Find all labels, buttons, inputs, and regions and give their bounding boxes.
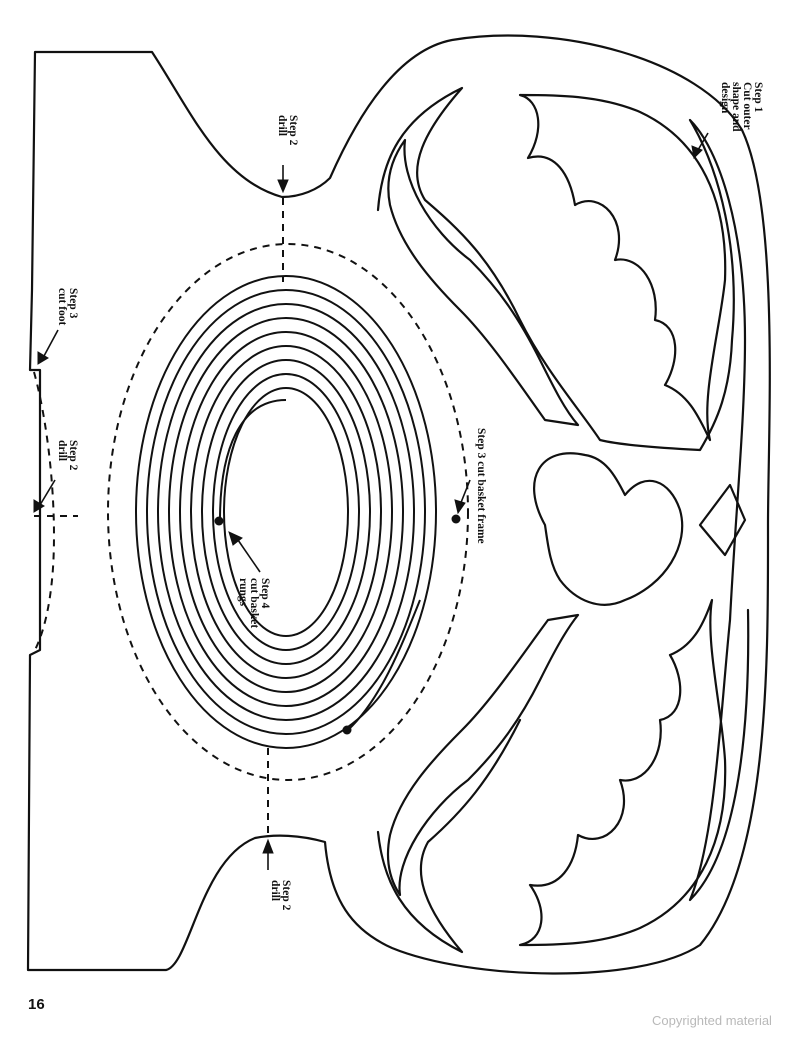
svg-text:cut basket: cut basket: [248, 578, 260, 628]
callout-arrows: [33, 132, 709, 870]
svg-text:drill: drill: [276, 115, 288, 136]
outer-cut-outline: [26, 34, 771, 975]
svg-text:cut foot: cut foot: [56, 288, 68, 326]
svg-text:shape and: shape and: [730, 82, 742, 132]
drill-points: [214, 514, 461, 735]
basket-rungs: [135, 275, 437, 749]
svg-text:rungs: rungs: [237, 578, 249, 607]
svg-text:Step 2: Step 2: [67, 440, 79, 471]
frame-start-point: [451, 514, 461, 524]
rung-start-point: [214, 516, 224, 526]
svg-text:Step 1: Step 1: [752, 82, 764, 113]
rung-end-point: [342, 725, 352, 735]
copyright-notice: Copyrighted material: [652, 1013, 772, 1028]
step2-top-label: Step 2 drill: [276, 115, 299, 146]
svg-text:Step 3 cut basket frame: Step 3 cut basket frame: [475, 428, 487, 544]
step2-left-label: Step 2 drill: [56, 440, 79, 471]
drill-guide-lines: [34, 198, 284, 834]
svg-text:design: design: [719, 82, 731, 114]
svg-text:drill: drill: [56, 440, 68, 461]
step3-frame-label: Step 3 cut basket frame: [475, 428, 487, 544]
svg-text:Cut outer: Cut outer: [741, 82, 753, 130]
foot-cut-line: [33, 371, 55, 653]
step2-bottom-label: Step 2 drill: [269, 880, 292, 911]
basket-frame-outline: [107, 243, 469, 781]
step1-label: Step 1 Cut outer shape and design: [719, 82, 764, 132]
svg-text:Step 2: Step 2: [280, 880, 292, 911]
svg-text:Step 2: Step 2: [287, 115, 299, 146]
step4-label: Step 4 cut basket rungs: [237, 578, 271, 628]
svg-text:drill: drill: [269, 880, 281, 901]
svg-text:Step 4: Step 4: [259, 578, 271, 609]
handle-design-cutouts: [376, 86, 750, 954]
step3-foot-label: Step 3 cut foot: [56, 288, 79, 326]
svg-text:Step 3: Step 3: [67, 288, 79, 319]
page-number: 16: [28, 996, 45, 1013]
